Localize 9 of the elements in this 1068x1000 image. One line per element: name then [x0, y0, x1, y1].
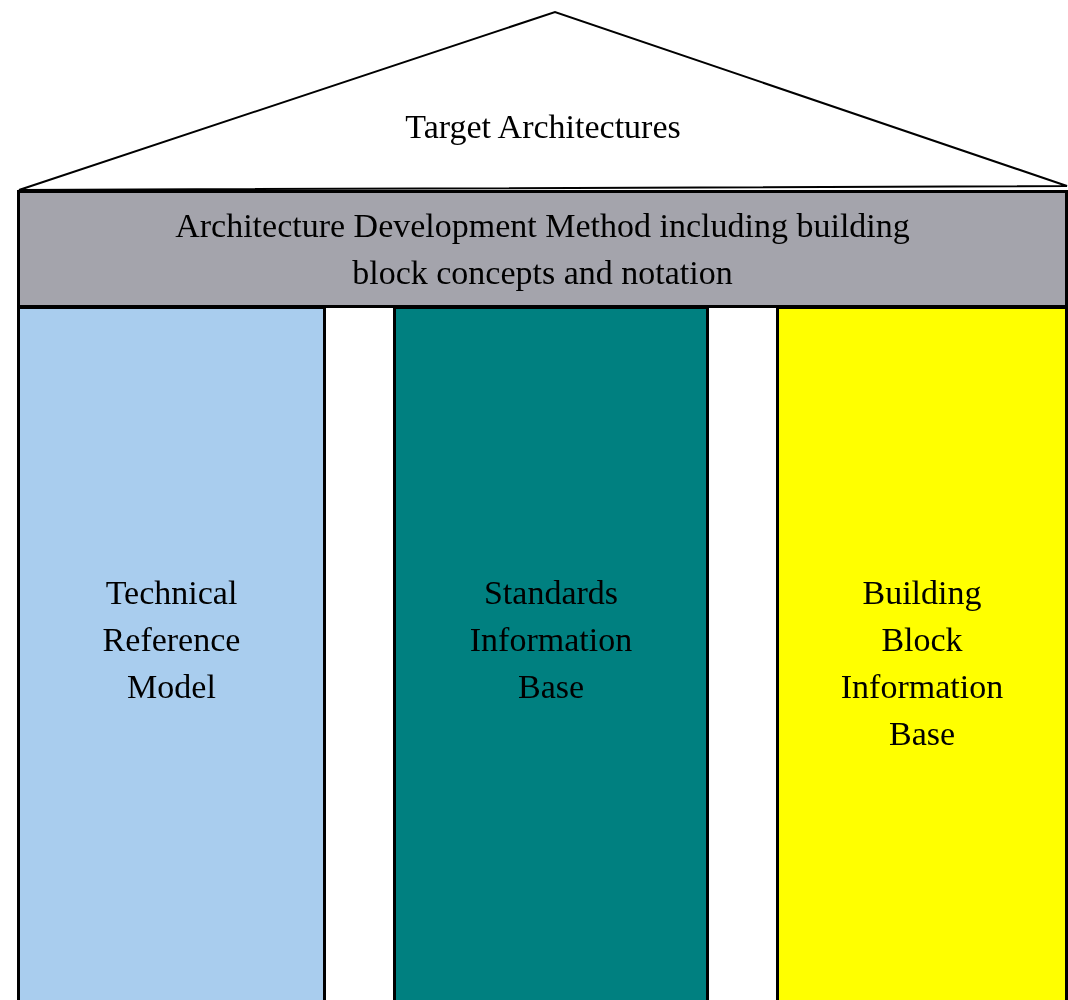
pillar-box [776, 306, 1068, 1000]
beam-box [17, 190, 1068, 308]
pillar-label: Standards Information Base [468, 573, 634, 707]
pillar-label: Building Block Information Base [839, 573, 1005, 754]
pillar-box [17, 306, 326, 1000]
roof-title: Target Architectures [405, 107, 681, 147]
pillar-label: Technical Reference Model [101, 573, 242, 707]
pillar-box [393, 306, 709, 1000]
beam-label: Architecture Development Method including building block concepts and notation [174, 206, 911, 293]
